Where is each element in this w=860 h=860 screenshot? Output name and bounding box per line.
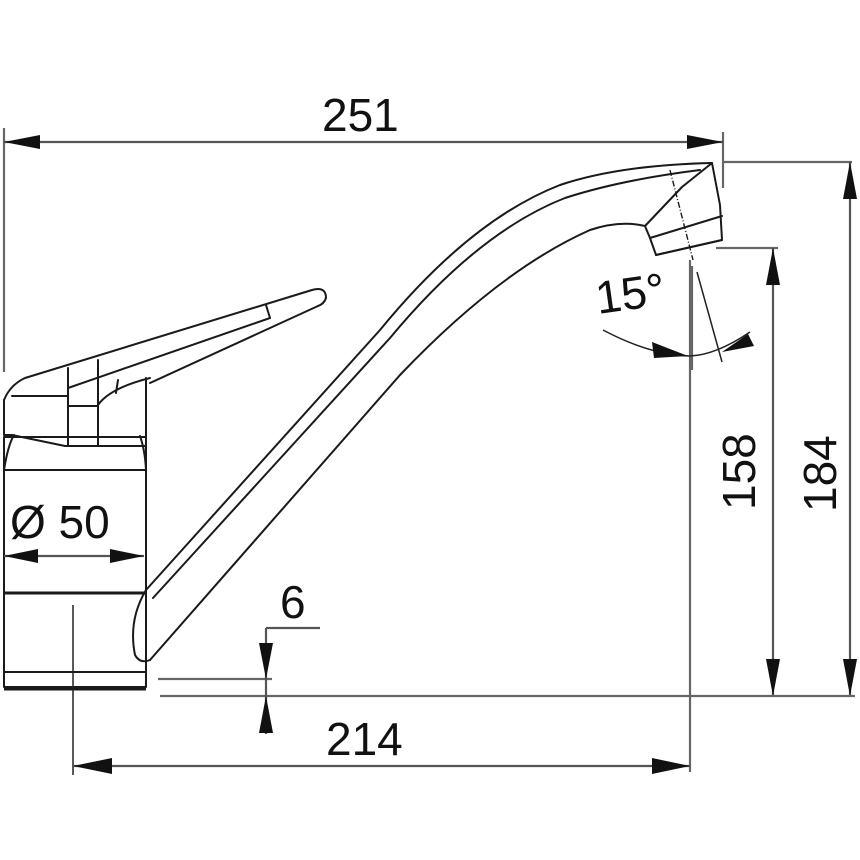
- dimension-184: [722, 160, 857, 696]
- label-outlet-height: 158: [713, 433, 765, 510]
- label-base-gap: 6: [280, 576, 306, 628]
- spout: [132, 162, 723, 663]
- dimension-158: [716, 246, 780, 696]
- dimension-251: [2, 128, 725, 372]
- label-overall-width: 251: [322, 89, 399, 141]
- lever-handle: [3, 288, 327, 447]
- dimension-diameter: [4, 549, 144, 563]
- dimension-214: [72, 260, 855, 775]
- dimension-6: [158, 626, 320, 734]
- label-overall-height: 184: [794, 435, 846, 512]
- tap-body: [3, 434, 147, 691]
- dimension-angle: [602, 266, 754, 370]
- label-spout-angle: 15°: [592, 263, 668, 324]
- label-spout-reach: 214: [326, 713, 403, 765]
- label-body-diameter: Ø 50: [10, 496, 110, 548]
